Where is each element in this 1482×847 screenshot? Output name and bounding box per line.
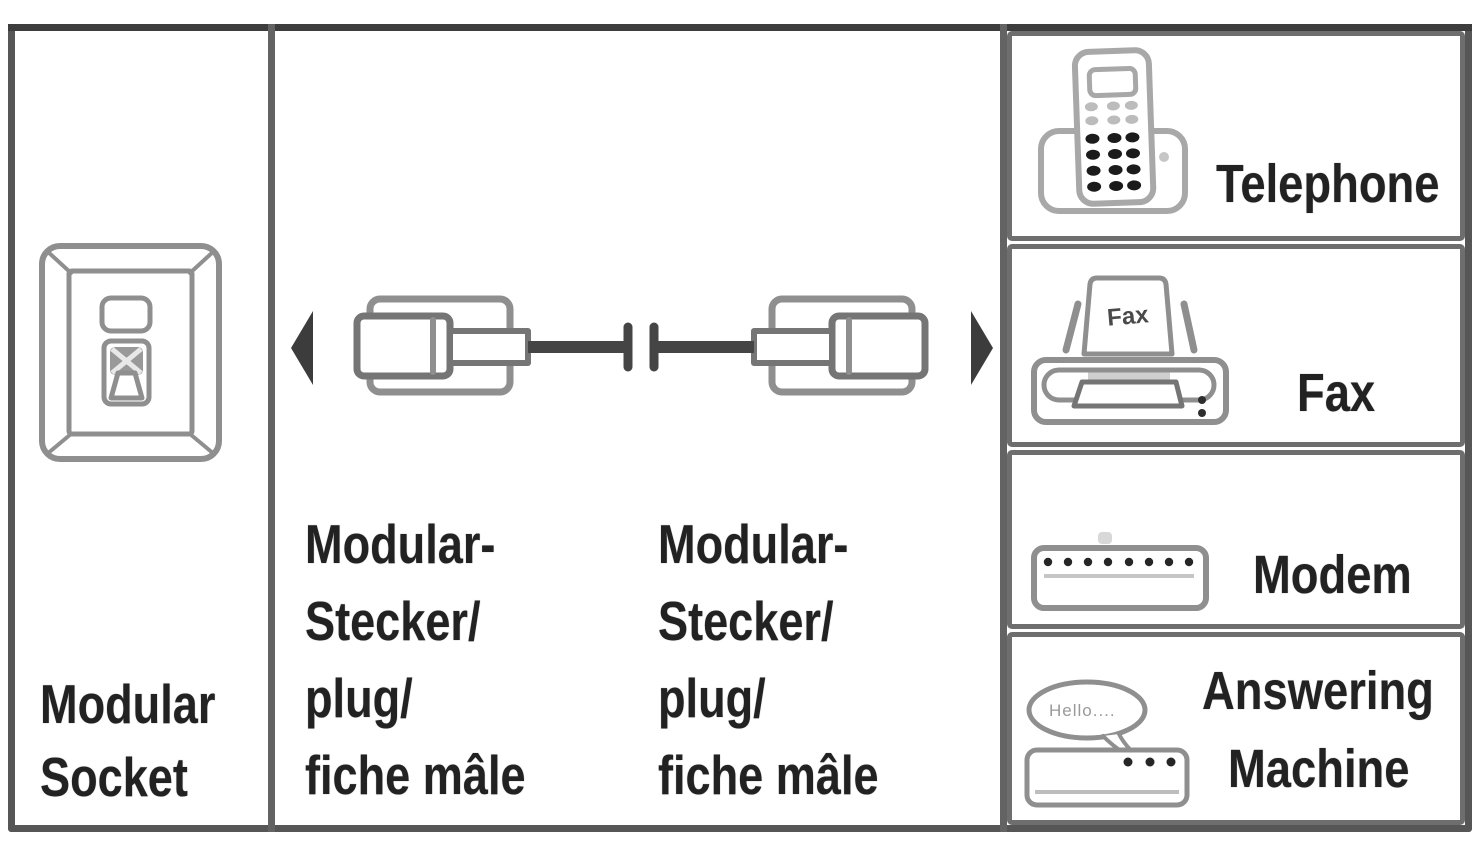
divider-cable-devices [1000,24,1007,832]
plug-label-line: Modular- [658,513,849,575]
device-label-answering-line1: Answering [1202,661,1434,721]
device-cell-modem: Modem [1007,450,1465,629]
phone-handset [1071,47,1157,207]
plug-label-line: Modular- [305,513,496,575]
bubble-text: Hello.... [1049,701,1116,720]
telephone-icon [1038,47,1188,214]
outer-frame-top-edge [8,24,1472,31]
devices-column: Telephone Fax Fax [1007,31,1465,825]
plug-label-line: plug/ [305,667,413,729]
answering-machine-body [1024,747,1190,808]
modem-icon [1031,532,1209,611]
arrow-right-icon [971,311,993,385]
left-plug-label: Modular- Stecker/ plug/ fiche mâle [305,506,526,814]
socket-faceplate [39,243,222,462]
modular-socket-icon [39,243,222,462]
modular-cable-icon [291,283,993,413]
plug-label-line: fiche mâle [305,744,526,806]
divider-socket-cable [268,24,275,832]
fax-body [1031,357,1229,425]
device-cell-fax: Fax Fax [1007,244,1465,447]
device-cell-telephone: Telephone [1007,31,1465,241]
fax-paper-text: Fax [1106,301,1150,332]
phone-keypad-light [1084,100,1139,126]
socket-label: Modular Socket [40,668,215,814]
modular-plug-left [353,295,633,396]
modular-plug-right [654,299,925,392]
plug-label-line: fiche mâle [658,744,879,806]
plug-label-line: plug/ [658,667,766,729]
speech-bubble: Hello.... [1026,679,1148,760]
phone-keypad-dark [1085,132,1142,192]
modem-led-dots [1043,557,1194,567]
device-cell-answering-machine: Hello.... Answering Machine [1007,632,1465,825]
device-label-answering-line2: Machine [1228,739,1410,799]
plug-label-line: Stecker/ [305,590,481,652]
right-plug-label: Modular- Stecker/ plug/ fiche mâle [658,506,879,814]
device-label-telephone: Telephone [1216,154,1440,214]
socket-label-line: Modular [40,673,216,735]
socket-label-line: Socket [40,746,188,808]
device-label-fax: Fax [1297,363,1376,423]
plug-label-line: Stecker/ [658,590,834,652]
socket-jack-opening [99,295,153,407]
answering-machine-icon: Hello.... [1024,679,1190,808]
device-label-modem: Modem [1253,545,1412,605]
fax-icon: Fax [1031,275,1229,425]
arrow-left-icon [291,311,313,385]
